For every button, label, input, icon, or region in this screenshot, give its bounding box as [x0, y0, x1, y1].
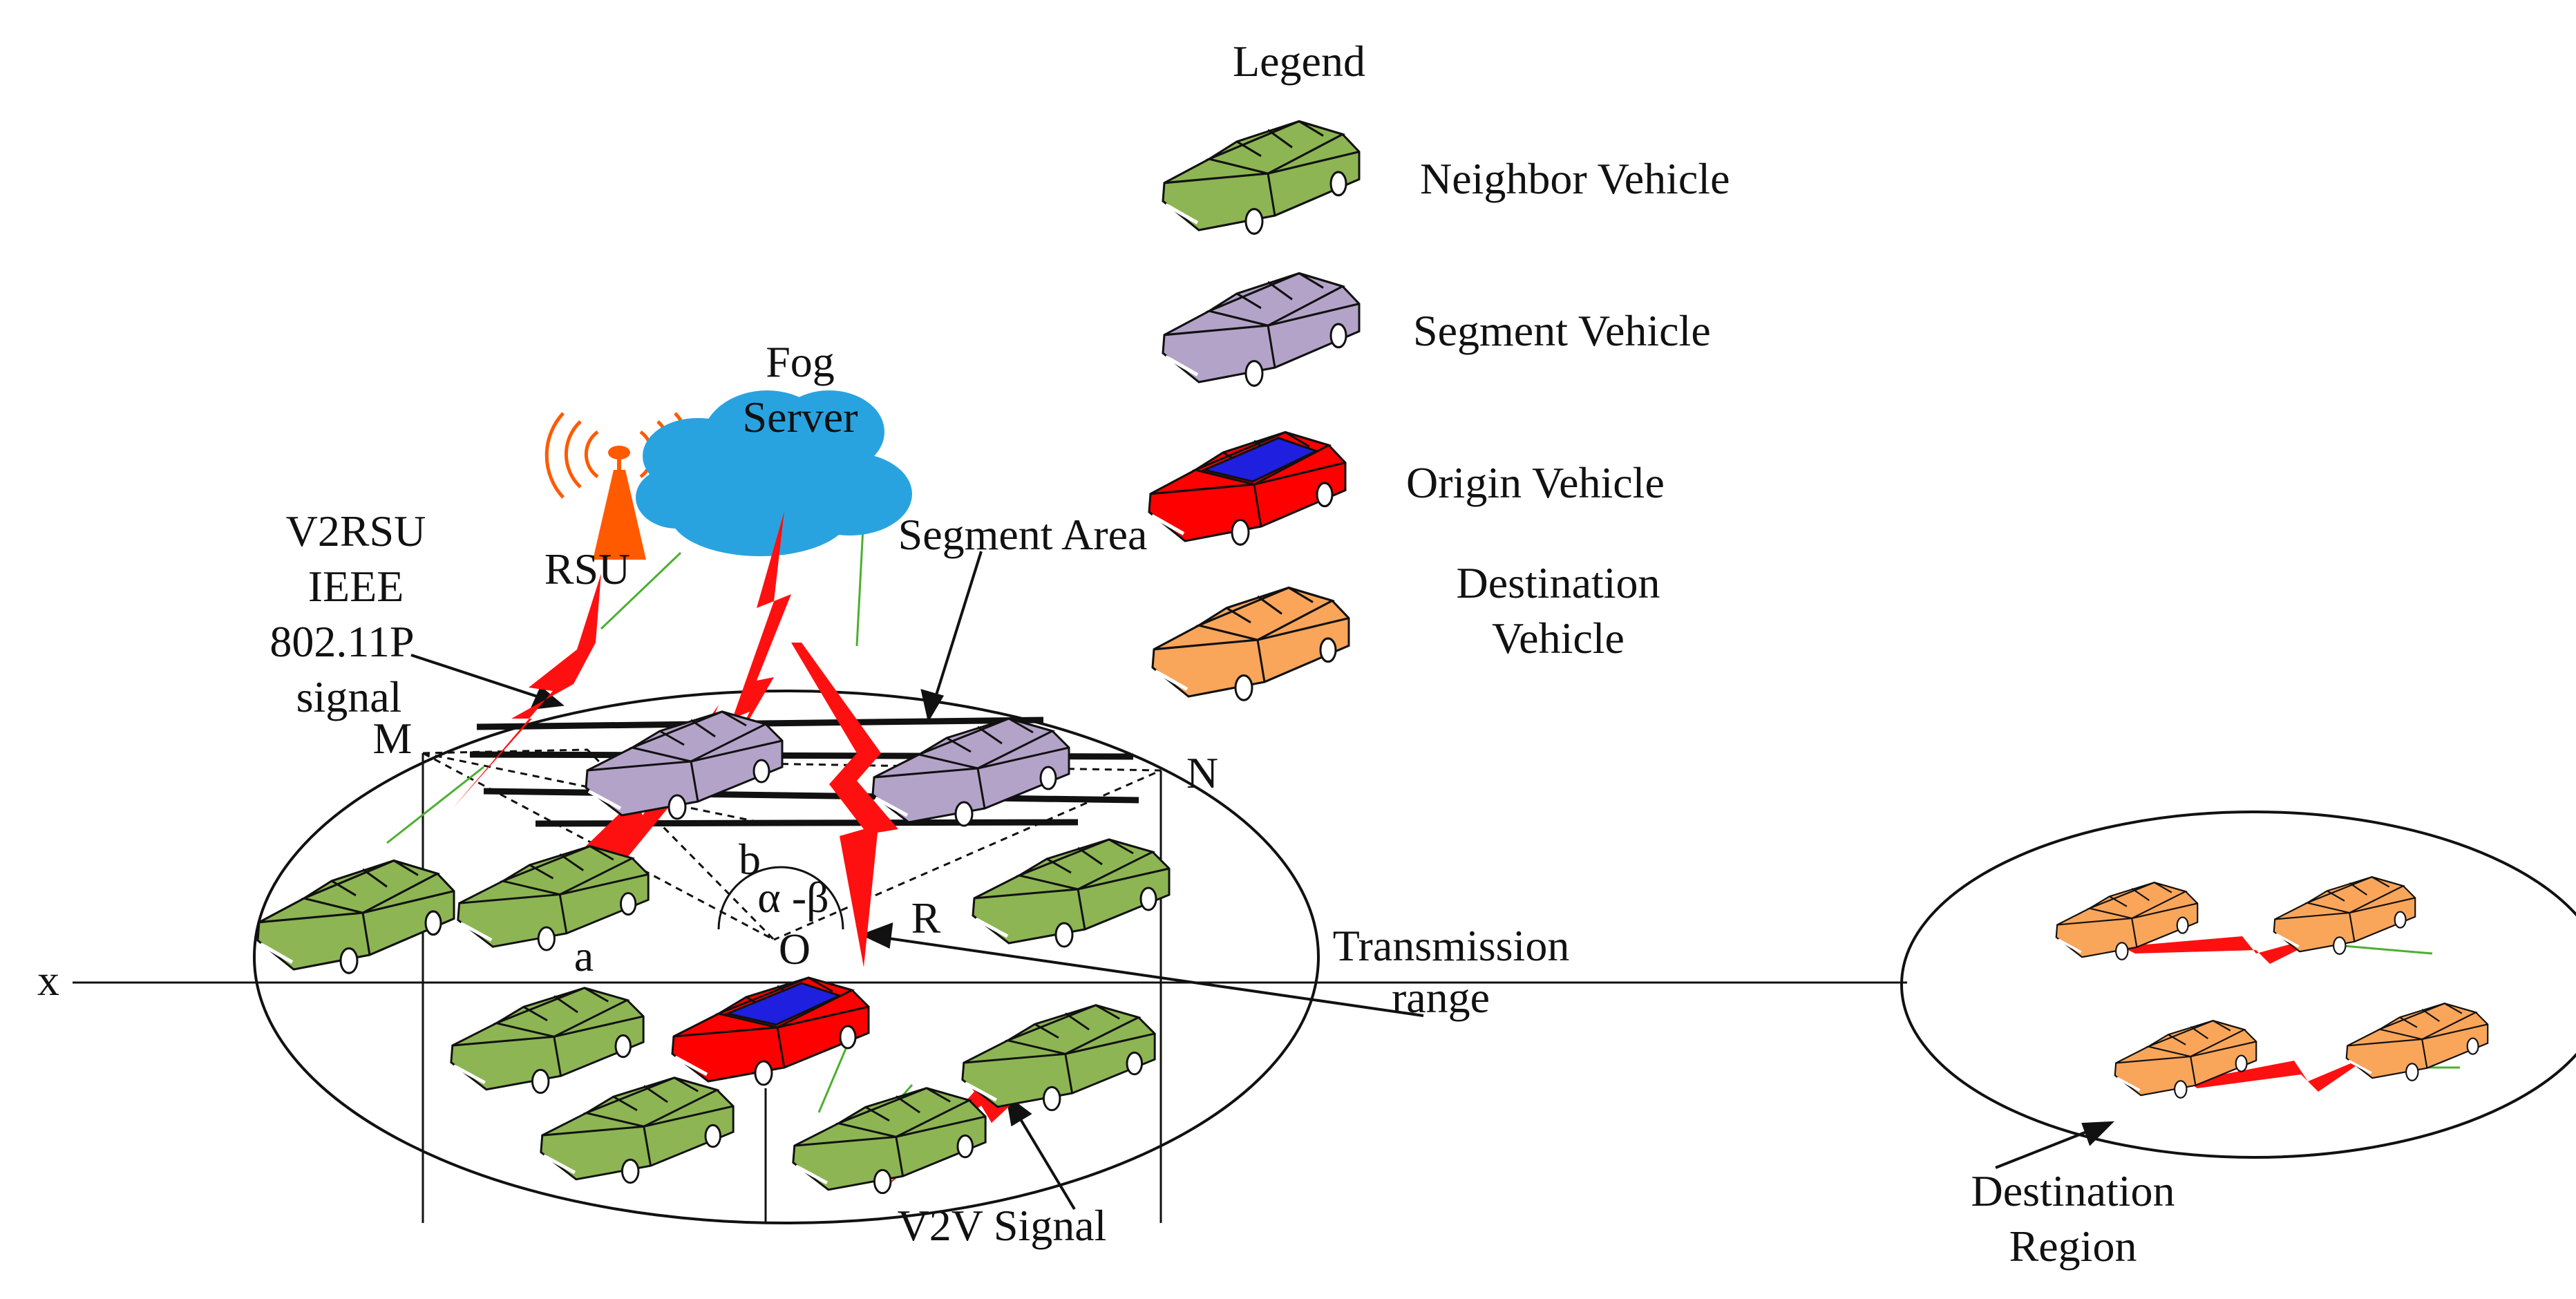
v2rsu-label-3: 802.11P	[269, 617, 414, 666]
v2rsu-label-2: IEEE	[308, 562, 404, 611]
segment-dashed-quad	[422, 748, 1162, 941]
origin-vehicle	[672, 978, 869, 1085]
rsu-label: RSU	[544, 544, 631, 594]
v2rsu-label-1: V2RSU	[286, 506, 426, 556]
fog-server-label-2: Server	[742, 392, 858, 442]
legend-title: Legend	[1233, 37, 1365, 86]
point-r-label: R	[911, 893, 941, 942]
segment-area-label: Segment Area	[898, 510, 1148, 559]
legend-destination-icon	[1153, 588, 1349, 701]
legend-icons	[1149, 122, 1359, 701]
neighbor-vehicle	[963, 1005, 1155, 1110]
destination-vehicle	[2345, 1002, 2490, 1082]
axis-x-label: x	[37, 956, 59, 1005]
point-o-label: O	[779, 925, 811, 974]
transmission-ellipse	[253, 690, 1320, 1224]
fog-server-label-1: Fog	[766, 337, 835, 386]
angle-arc	[717, 866, 844, 930]
point-a-label: a	[574, 931, 594, 980]
transmission-label-1: Transmission	[1333, 921, 1570, 970]
destination-region-ellipse	[1900, 810, 2576, 1159]
neighbor-vehicle	[458, 846, 648, 950]
neighbor-vehicle	[258, 861, 454, 974]
point-n-label: N	[1186, 748, 1218, 797]
destination-vehicle	[2113, 1019, 2258, 1099]
neighbor-vehicle	[973, 840, 1169, 947]
transmission-label-2: range	[1392, 973, 1490, 1022]
destination-region-label-2: Region	[2009, 1222, 2137, 1271]
legend-label-destination-line2: Vehicle	[1492, 614, 1625, 663]
neighbor-vehicle	[451, 988, 643, 1093]
legend-neighbor-icon	[1163, 122, 1359, 234]
arrows	[410, 551, 2115, 1211]
fog-cloud-icon	[636, 390, 912, 556]
destination-vehicle	[2272, 875, 2417, 956]
v2rsu-label-4: signal	[296, 672, 402, 721]
legend-origin-icon	[1149, 433, 1345, 545]
cars	[258, 712, 2490, 1193]
legend-label-destination: Destination	[1456, 558, 1660, 607]
point-m-label: M	[373, 714, 413, 763]
segment-vehicle	[873, 719, 1069, 826]
point-b-label: b	[739, 835, 761, 884]
legend-segment-icon	[1163, 274, 1359, 386]
destination-region-label-1: Destination	[1971, 1166, 2175, 1215]
legend-label-origin: Origin Vehicle	[1406, 458, 1665, 507]
angle-label: α -β	[757, 873, 828, 922]
labels: Legend Neighbor Vehicle Segment Vehicle …	[37, 37, 2175, 1271]
legend-label-segment: Segment Vehicle	[1413, 306, 1711, 355]
legend-label-neighbor: Neighbor Vehicle	[1420, 154, 1730, 203]
neighbor-vehicle	[541, 1078, 733, 1183]
v2v-signal-label: V2V Signal	[898, 1201, 1107, 1250]
